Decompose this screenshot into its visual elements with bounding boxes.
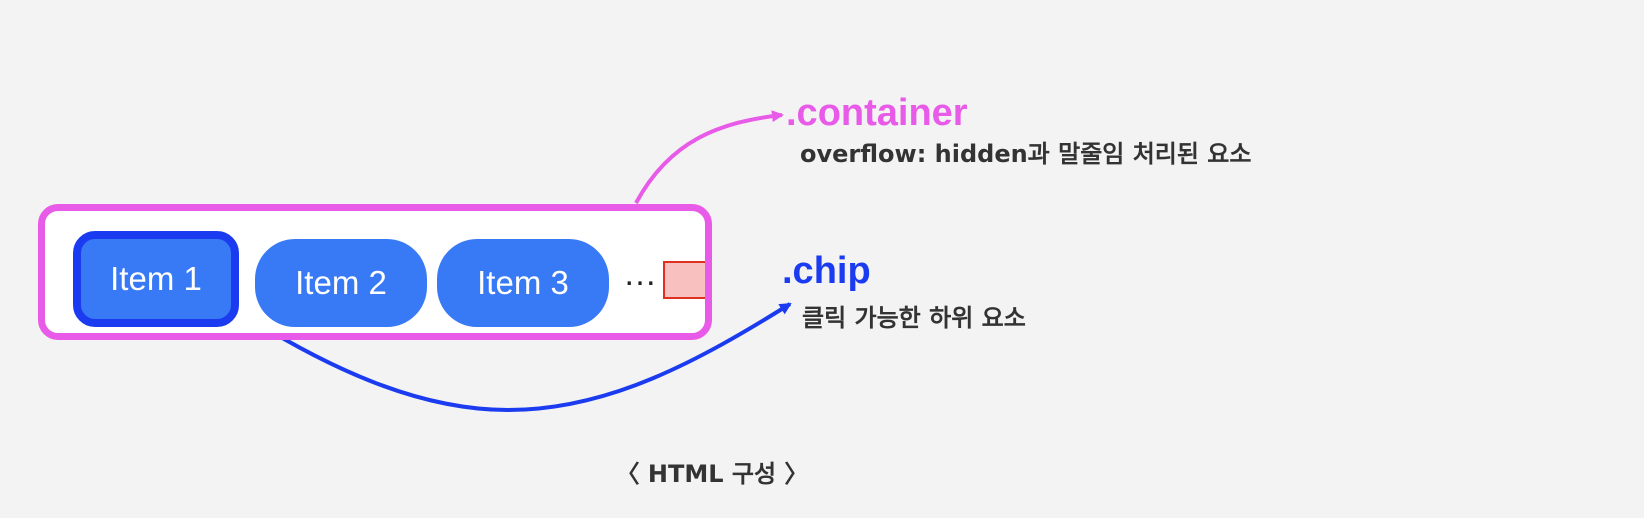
chip-item-3[interactable]: Item 3 xyxy=(437,239,609,327)
ellipsis: … xyxy=(623,255,659,293)
container-label-title: .container xyxy=(786,92,968,134)
chip-item-1[interactable]: Item 1 xyxy=(73,231,239,327)
container-label-desc: overflow: hidden과 말줄임 처리된 요소 xyxy=(800,140,1252,168)
container-box: Item 1 Item 2 Item 3 … xyxy=(38,204,712,340)
chip-arrow xyxy=(234,302,792,413)
chip-label-title: .chip xyxy=(782,250,871,292)
diagram-caption: 〈 HTML 구성 〉 xyxy=(615,460,809,488)
overflow-hidden-chip xyxy=(663,261,705,299)
chip-label-desc: 클릭 가능한 하위 요소 xyxy=(802,304,1026,332)
chip-item-2[interactable]: Item 2 xyxy=(255,239,427,327)
container-arrow xyxy=(634,110,784,204)
